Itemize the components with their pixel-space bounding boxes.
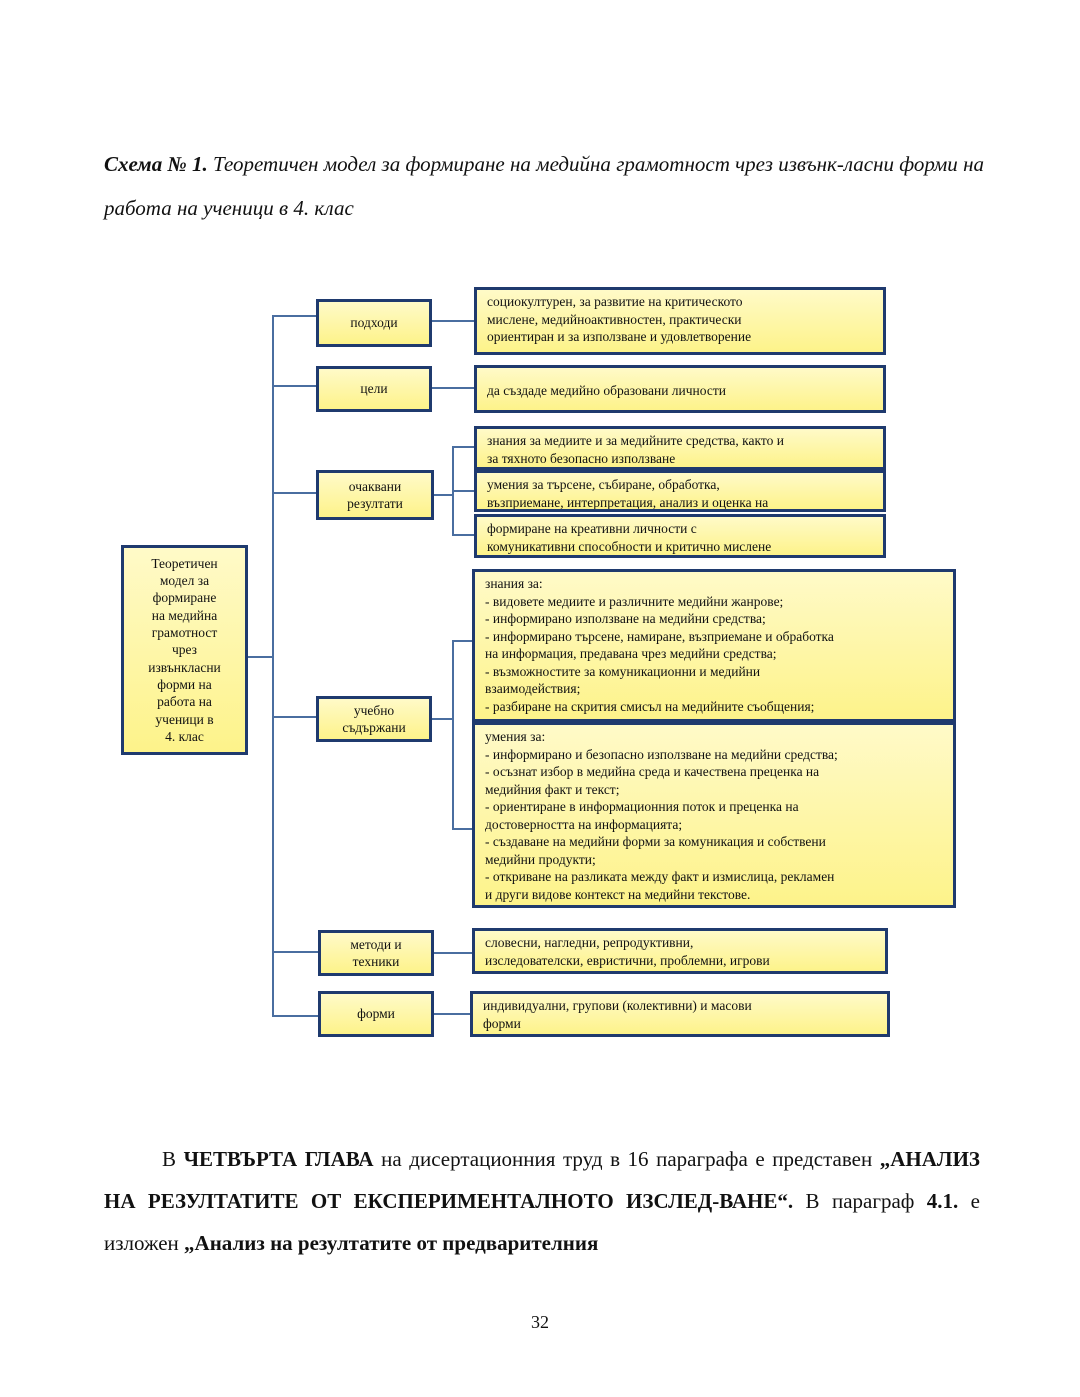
connector-line bbox=[272, 1015, 320, 1017]
description-node: умения за: - информирано и безопасно изп… bbox=[472, 722, 956, 908]
body-paragraph: В ЧЕТВЪРТА ГЛАВА на дисертационния труд … bbox=[104, 1138, 980, 1264]
connector-line bbox=[452, 534, 474, 536]
connector-line bbox=[452, 640, 454, 830]
description-node: знания за: - видовете медиите и различни… bbox=[472, 569, 956, 722]
category-node-approaches: подходи bbox=[316, 299, 432, 347]
paragraph-text: В bbox=[162, 1147, 184, 1171]
connector-line bbox=[432, 718, 452, 720]
connector-line bbox=[272, 385, 318, 387]
category-node-goals: цели bbox=[316, 366, 432, 412]
paragraph-bold: „Анализ на резултатите от предварителния bbox=[184, 1231, 599, 1255]
description-node: да създаде медийно образовани личности bbox=[474, 365, 886, 413]
connector-line bbox=[272, 315, 318, 317]
category-node-forms: форми bbox=[318, 991, 434, 1037]
caption-label: Схема № 1. bbox=[104, 152, 208, 176]
connector-line bbox=[272, 716, 318, 718]
connector-line bbox=[432, 387, 476, 389]
category-node-methods: методи и техники bbox=[318, 930, 434, 976]
connector-line bbox=[434, 494, 452, 496]
connector-line bbox=[452, 446, 454, 536]
connector-line bbox=[246, 656, 274, 658]
connector-line bbox=[272, 315, 274, 1017]
paragraph-text: В параграф bbox=[793, 1189, 927, 1213]
category-node-content: учебно съдържани bbox=[316, 696, 432, 742]
description-node: социокултурен, за развитие на критическо… bbox=[474, 287, 886, 355]
category-node-expected-results: очаквани резултати bbox=[316, 470, 434, 520]
connector-line bbox=[432, 320, 476, 322]
connector-line bbox=[452, 446, 474, 448]
description-node: умения за търсене, събиране, обработка, … bbox=[474, 470, 886, 512]
paragraph-text: е изложен bbox=[104, 1189, 980, 1255]
connector-line bbox=[434, 952, 472, 954]
paragraph-bold: ЧЕТВЪРТА ГЛАВА bbox=[183, 1147, 374, 1171]
connector-line bbox=[272, 492, 316, 494]
description-node: формиране на креативни личности с комуни… bbox=[474, 514, 886, 558]
connector-line bbox=[272, 951, 320, 953]
figure-caption: Схема № 1. Теоретичен модел за формиране… bbox=[104, 142, 984, 230]
caption-text: Теоретичен модел за формиране на медийна… bbox=[104, 152, 984, 220]
connector-line bbox=[434, 1013, 470, 1015]
connector-line bbox=[452, 640, 474, 642]
paragraph-text: на дисертационния труд в 16 параграфа е … bbox=[373, 1147, 880, 1171]
description-node: индивидуални, групови (колективни) и мас… bbox=[470, 991, 890, 1037]
paragraph-bold: „АНАЛИЗ НА РЕЗУЛТАТИТЕ ОТ ЕКСПЕРИМЕНТАЛН… bbox=[104, 1147, 980, 1213]
page-number: 32 bbox=[531, 1312, 549, 1332]
connector-line bbox=[452, 490, 474, 492]
root-node: Теоретичен модел за формиране на медийна… bbox=[121, 545, 248, 755]
connector-line bbox=[452, 828, 474, 830]
description-node: знания за медиите и за медийните средств… bbox=[474, 426, 886, 470]
paragraph-bold: 4.1. bbox=[926, 1189, 959, 1213]
description-node: словесни, нагледни, репродуктивни, изсле… bbox=[472, 928, 888, 974]
